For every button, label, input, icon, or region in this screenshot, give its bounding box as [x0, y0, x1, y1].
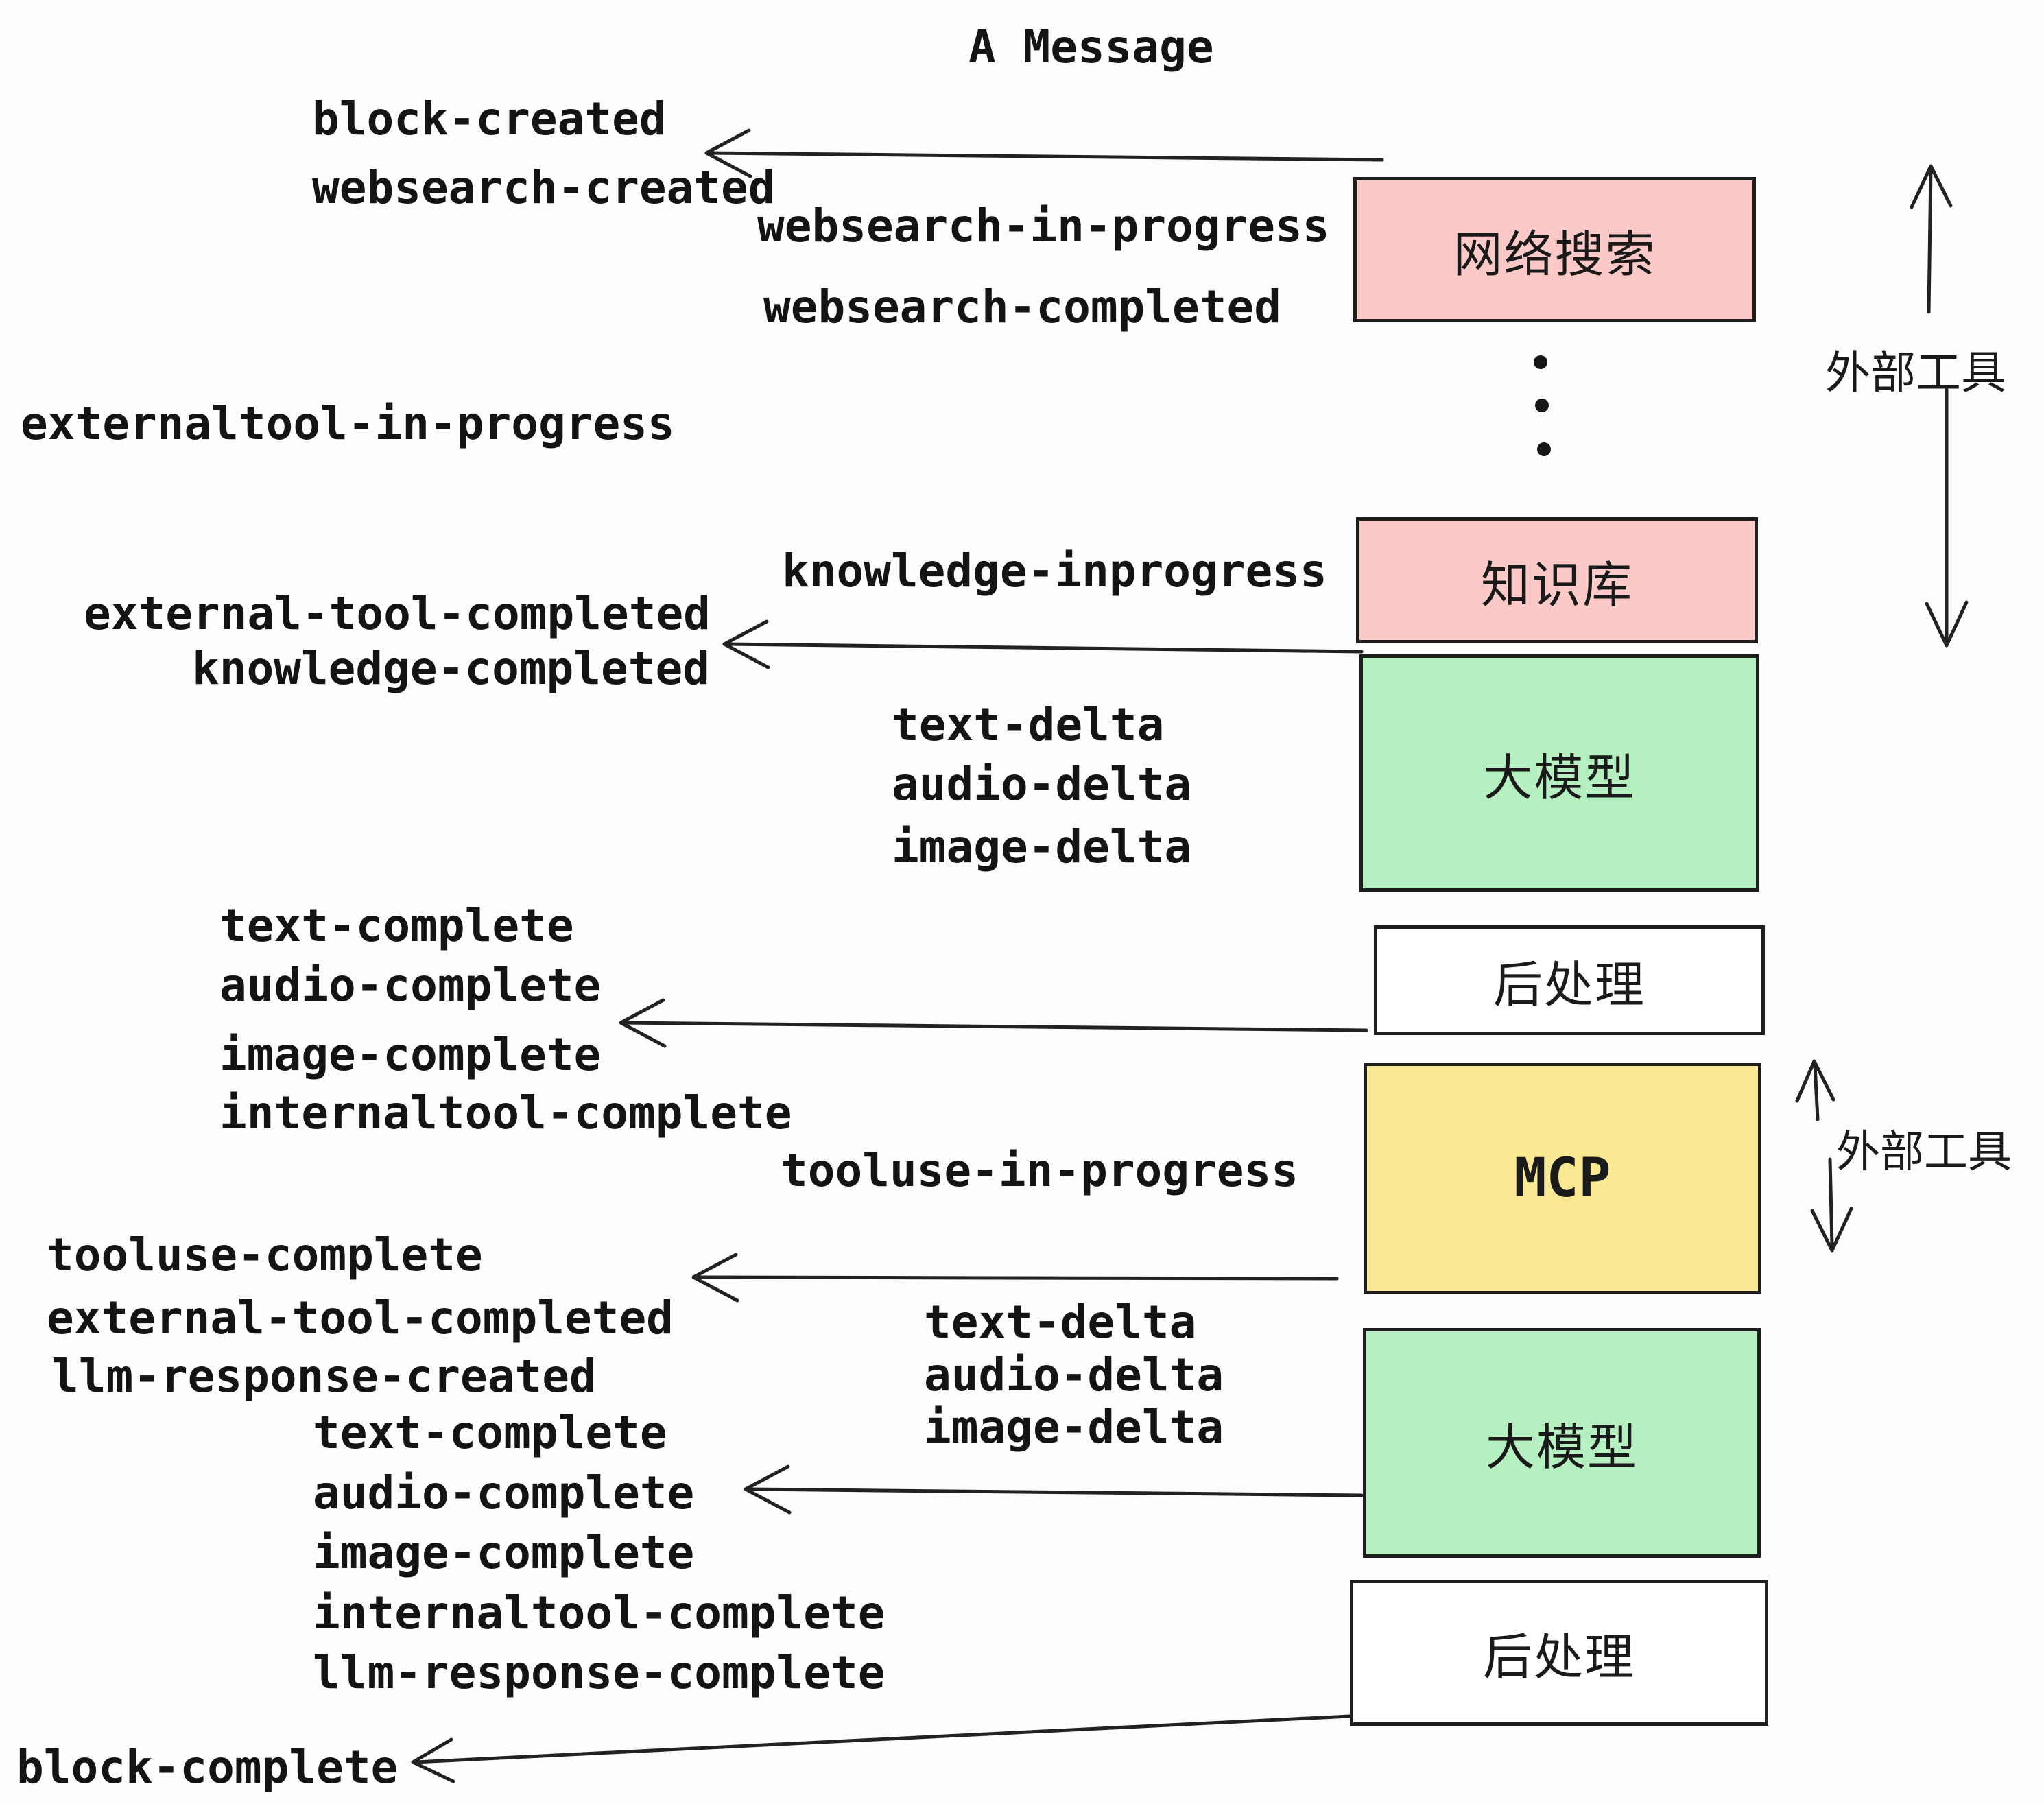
event-text-delta: text-delta	[892, 698, 1165, 751]
event-knowledge-inprogress: knowledge-inprogress	[782, 545, 1327, 597]
box-websearch: 网络搜索	[1353, 177, 1756, 322]
event-llm-response-created: llm-response-created	[51, 1350, 597, 1403]
box-postprocess-label: 后处理	[1493, 956, 1645, 1014]
event-tooluse-complete: tooluse-complete	[47, 1229, 483, 1281]
event-websearch-in-progress: websearch-in-progress	[757, 200, 1330, 252]
event-external-tool-completed-2: external-tool-completed	[47, 1292, 674, 1344]
event-tooluse-in-progress: tooluse-in-progress	[781, 1144, 1298, 1197]
event-block-created: block-created	[312, 93, 667, 145]
box-knowledge-base-label: 知识库	[1480, 556, 1633, 614]
event-text-delta-2: text-delta	[924, 1296, 1197, 1349]
event-internaltool-complete: internaltool-complete	[219, 1087, 792, 1139]
event-externaltool-in-progress: externaltool-in-progress	[21, 397, 675, 450]
event-block-complete: block-complete	[16, 1741, 399, 1794]
box-postprocess: 后处理	[1374, 925, 1765, 1035]
external-tools-label-top: 外部工具	[1825, 346, 2006, 399]
event-text-complete: text-complete	[219, 899, 574, 952]
event-audio-complete: audio-complete	[219, 959, 602, 1012]
arrow-llm-to-audio-complete-icon	[744, 1464, 1364, 1515]
external-tools-down-arrow-icon	[1925, 388, 1969, 648]
event-image-delta: image-delta	[892, 820, 1192, 873]
event-image-complete: image-complete	[219, 1028, 602, 1081]
arrow-postprocess-to-image-complete-icon	[619, 998, 1368, 1048]
box-postprocess-2-label: 后处理	[1482, 1628, 1635, 1686]
arrow-postprocess-to-block-complete-icon	[411, 1714, 1352, 1783]
box-llm: 大模型	[1359, 654, 1759, 892]
event-audio-complete-2: audio-complete	[313, 1467, 695, 1519]
arrow-mcp-to-tooluse-complete-icon	[691, 1253, 1339, 1303]
event-audio-delta: audio-delta	[892, 758, 1192, 811]
box-websearch-label: 网络搜索	[1453, 225, 1656, 283]
event-websearch-completed: websearch-completed	[763, 281, 1281, 333]
event-image-delta-2: image-delta	[924, 1401, 1224, 1453]
external-tools-mcp-up-arrow-icon	[1795, 1059, 1835, 1121]
external-tools-up-arrow-icon	[1910, 164, 1953, 314]
box-knowledge-base: 知识库	[1356, 517, 1758, 643]
event-websearch-created: websearch-created	[312, 161, 776, 214]
event-image-complete-2: image-complete	[313, 1526, 695, 1579]
arrow-websearch-to-block-created-icon	[704, 128, 1384, 178]
event-text-complete-2: text-complete	[313, 1406, 667, 1459]
box-llm-2: 大模型	[1363, 1328, 1761, 1558]
event-audio-delta-2: audio-delta	[924, 1349, 1224, 1401]
box-mcp: MCP	[1364, 1063, 1761, 1294]
event-external-tool-completed: external-tool-completed	[84, 587, 711, 640]
event-llm-response-complete: llm-response-complete	[313, 1646, 886, 1699]
box-llm-2-label: 大模型	[1485, 1419, 1638, 1476]
event-internaltool-complete-2: internaltool-complete	[313, 1587, 886, 1639]
arrow-knowledge-to-completed-icon	[722, 619, 1364, 669]
box-postprocess-2: 后处理	[1350, 1580, 1768, 1726]
box-mcp-label: MCP	[1514, 1148, 1611, 1209]
external-tools-label-mcp: 外部工具	[1836, 1127, 2012, 1178]
ellipsis-dots-icon	[1534, 355, 1551, 456]
event-knowledge-completed: knowledge-completed	[192, 642, 710, 695]
box-llm-label: 大模型	[1483, 748, 1636, 807]
diagram-title: A Message	[968, 21, 1214, 73]
